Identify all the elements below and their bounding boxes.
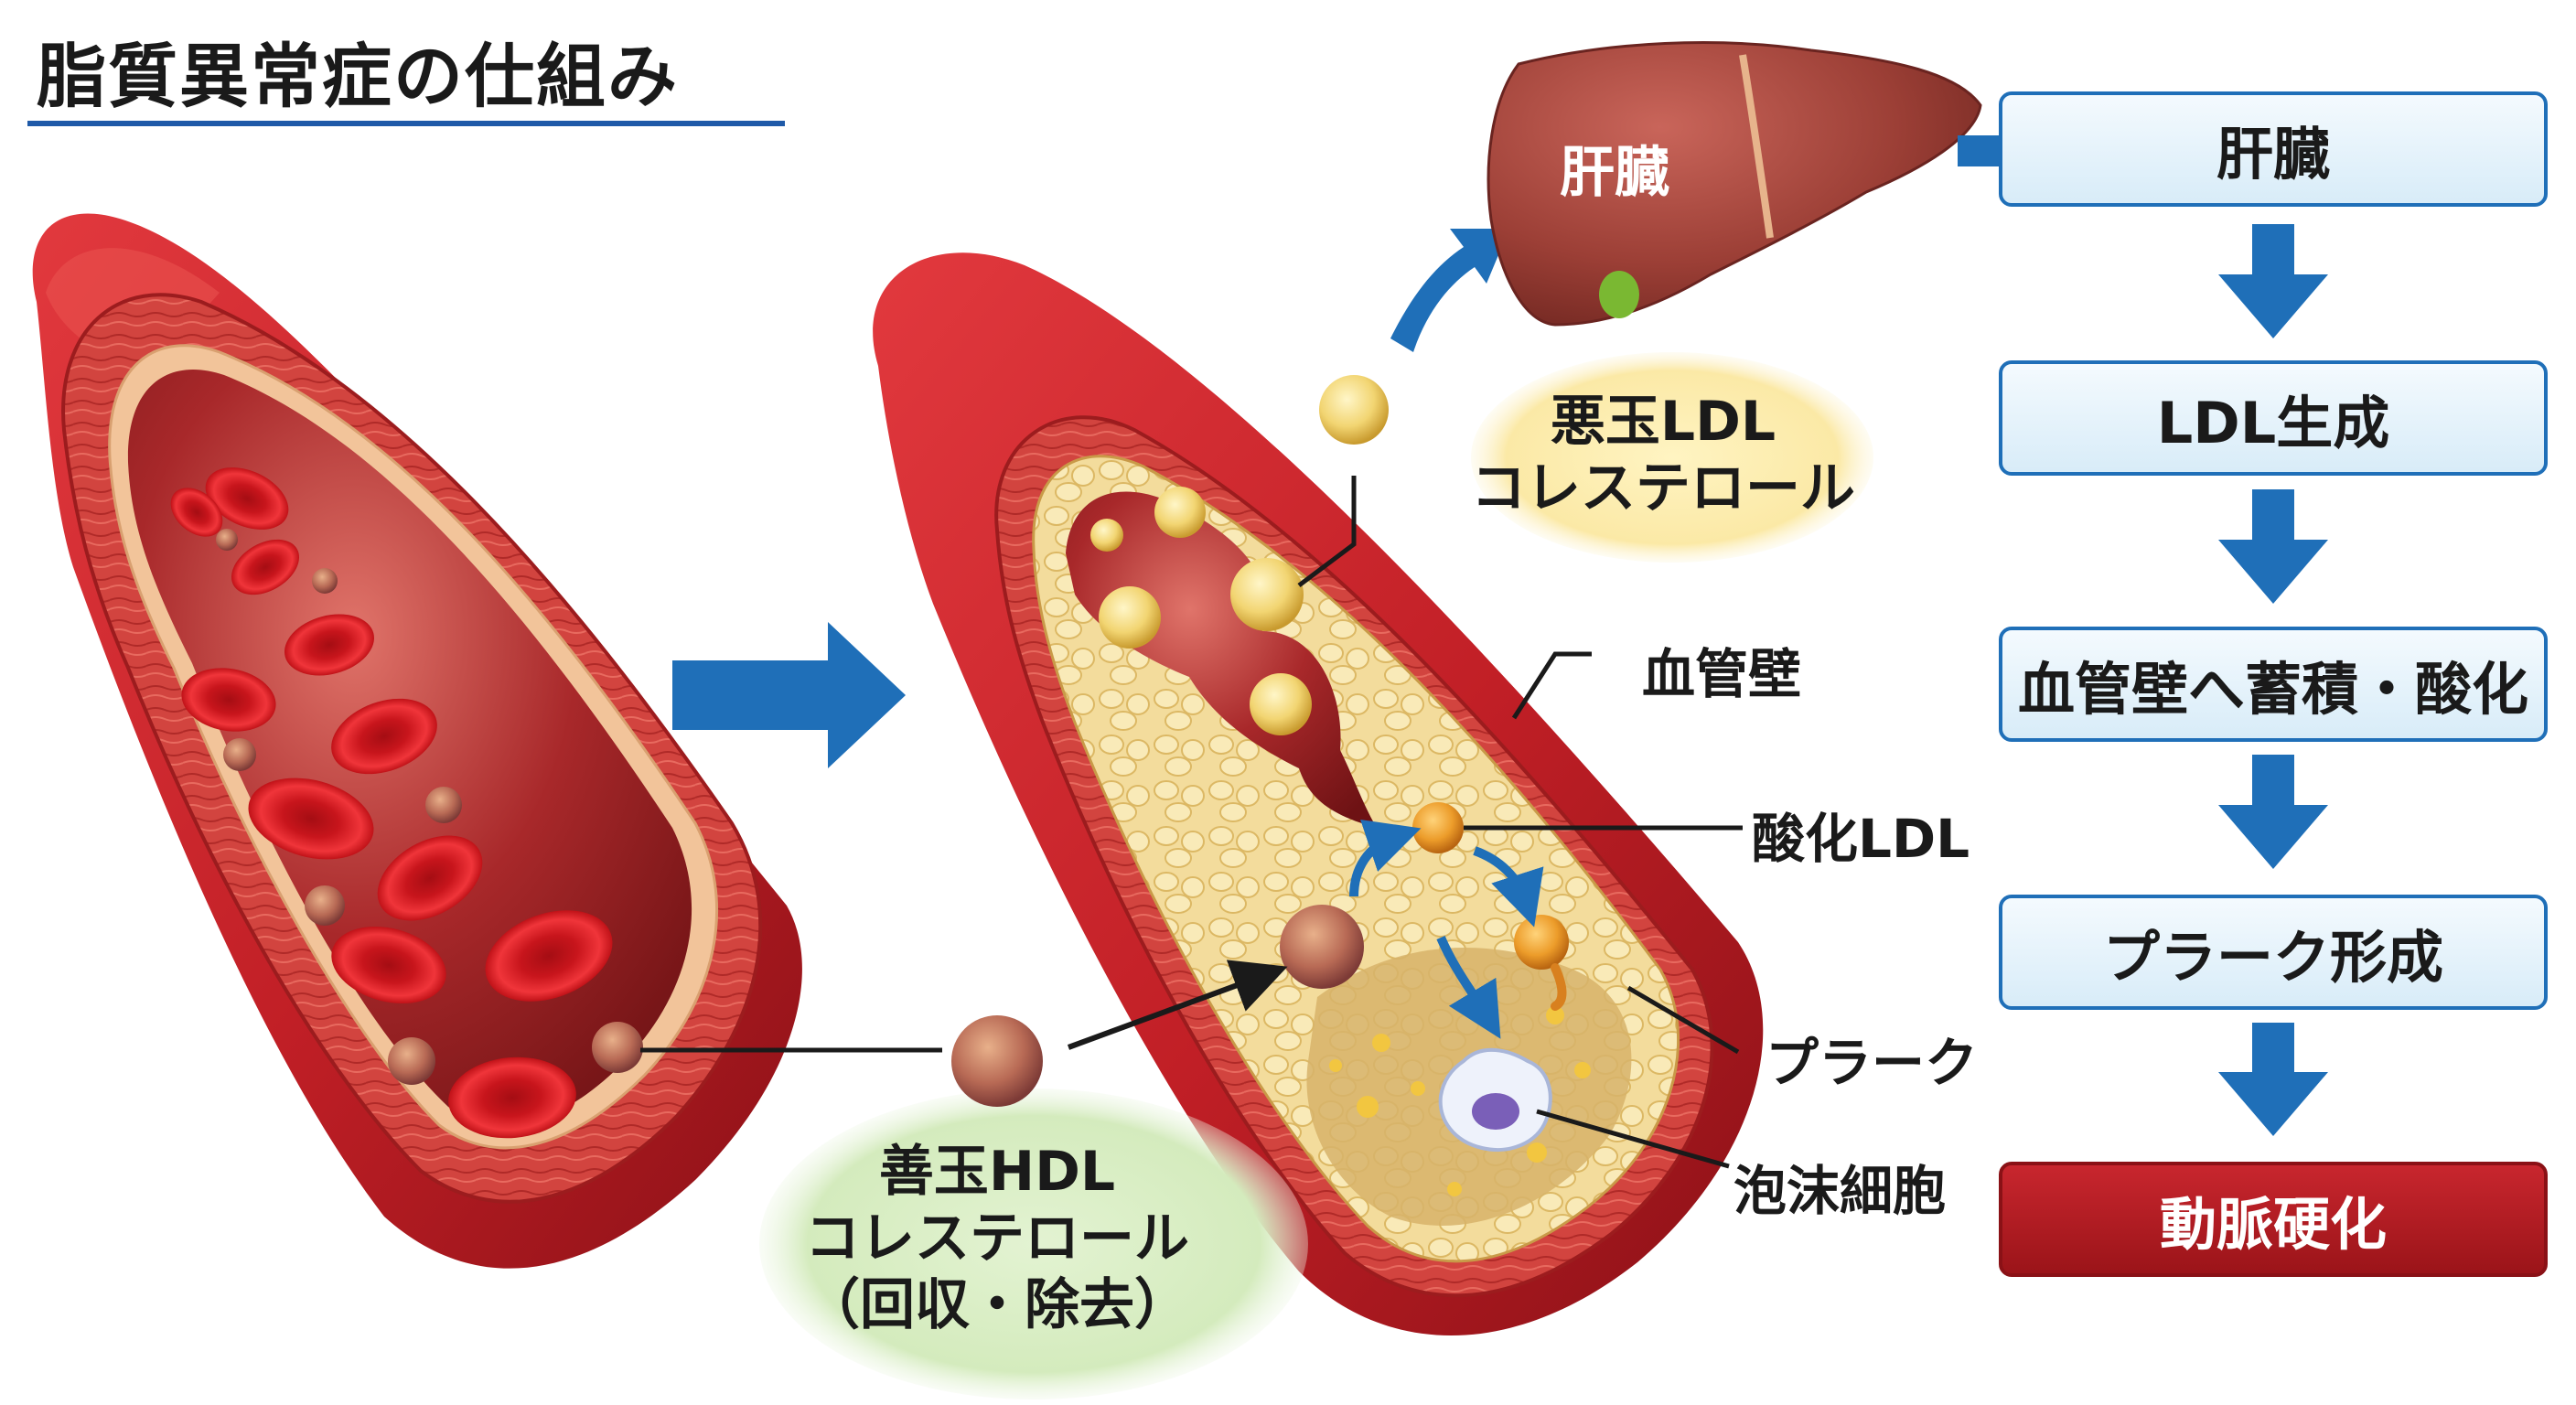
liver-illustration [1487, 41, 1982, 327]
flow-down-arrow [2218, 755, 2328, 869]
ldl-migration-arrow [1436, 936, 1501, 1039]
plaque-leader [1626, 985, 1740, 1055]
bad-ldl-label-line2: コレステロール [1471, 456, 1855, 521]
good-hdl-label-line2: コレステロール [805, 1207, 1189, 1271]
red-blood-cell [331, 926, 446, 1004]
oxidized-ldl-drip [1551, 963, 1567, 1011]
liver-label: 肝臓 [1560, 141, 1669, 205]
hdl-particle-in-wall [1280, 905, 1364, 989]
oxidized-ldl-label: 酸化LDL [1752, 808, 1970, 870]
red-blood-cell [284, 614, 375, 676]
good-hdl-label-line3: （回収・除去） [805, 1273, 1189, 1338]
red-blood-cell [181, 668, 276, 732]
foam-cell [1438, 1047, 1552, 1152]
flow-step-plaque-formation: プラーク形成 [1999, 895, 2548, 1010]
flow-down-arrow [2218, 489, 2328, 604]
bad-ldl-bubble [1471, 352, 1873, 563]
flow-step-ldl-production: LDL生成 [1999, 360, 2548, 476]
callout-leader-lines [1297, 476, 1743, 1169]
ldl-migration-arrow [1349, 820, 1422, 897]
flow-down-arrows [2218, 224, 2328, 1136]
good-hdl-label-line1: 善玉HDL [878, 1140, 1116, 1204]
vessel-wall-label: 血管壁 [1642, 643, 1802, 705]
bad-ldl-leader [1297, 476, 1357, 587]
diseased-artery-narrowed-lumen [1066, 491, 1377, 828]
red-blood-cell [377, 835, 483, 921]
hdl-particles-in-vessel [216, 529, 643, 1085]
ldl-particles-in-vessel [1090, 487, 1312, 735]
red-blood-cell [331, 698, 437, 775]
ldl-to-liver-arrow [1390, 229, 1509, 352]
ldl-particle-free [1319, 375, 1389, 445]
plaque-label: プラーク [1766, 1032, 1979, 1094]
good-hdl-label: 善玉HDL コレステロール （回収・除去） [805, 1139, 1189, 1340]
ldl-migration-arrow [1473, 846, 1544, 928]
page-title: 脂質異常症の仕組み [37, 36, 679, 117]
flow-down-arrow [2218, 1023, 2328, 1136]
good-hdl-bubble [759, 1089, 1308, 1400]
red-blood-cell [231, 539, 299, 595]
flow-step-wall-accumulation: 血管壁へ蓄積・酸化 [1999, 627, 2548, 742]
hdl-to-wall-arrow [1067, 960, 1288, 1050]
progression-arrow [672, 622, 906, 768]
title-underline [27, 121, 785, 126]
red-blood-cell [448, 1056, 576, 1139]
foam-cell-label: 泡沫細胞 [1733, 1160, 1947, 1222]
flow-step-arteriosclerosis: 動脈硬化 [1999, 1162, 2548, 1277]
plaque-lipid-droplets [1329, 1006, 1591, 1196]
vessel-wall-leader [1511, 651, 1592, 720]
diseased-artery [873, 252, 1764, 1336]
foam-cell-leader [1536, 1109, 1730, 1169]
healthy-artery [32, 213, 802, 1269]
red-blood-cell [485, 910, 613, 1002]
red-blood-cells [170, 467, 613, 1139]
bad-ldl-label: 悪玉LDL コレステロール [1471, 389, 1855, 522]
oxidized-ldl-particle [1412, 802, 1464, 853]
hdl-particle-free [951, 1015, 1043, 1107]
flow-down-arrow [2218, 224, 2328, 338]
red-blood-cell [248, 778, 374, 860]
red-blood-cell [205, 467, 289, 530]
oxidized-ldl-particle [1514, 915, 1569, 970]
flow-step-liver: 肝臓 [1999, 91, 2548, 207]
bad-ldl-label-line1: 悪玉LDL [1550, 390, 1776, 454]
red-blood-cell [170, 488, 223, 537]
